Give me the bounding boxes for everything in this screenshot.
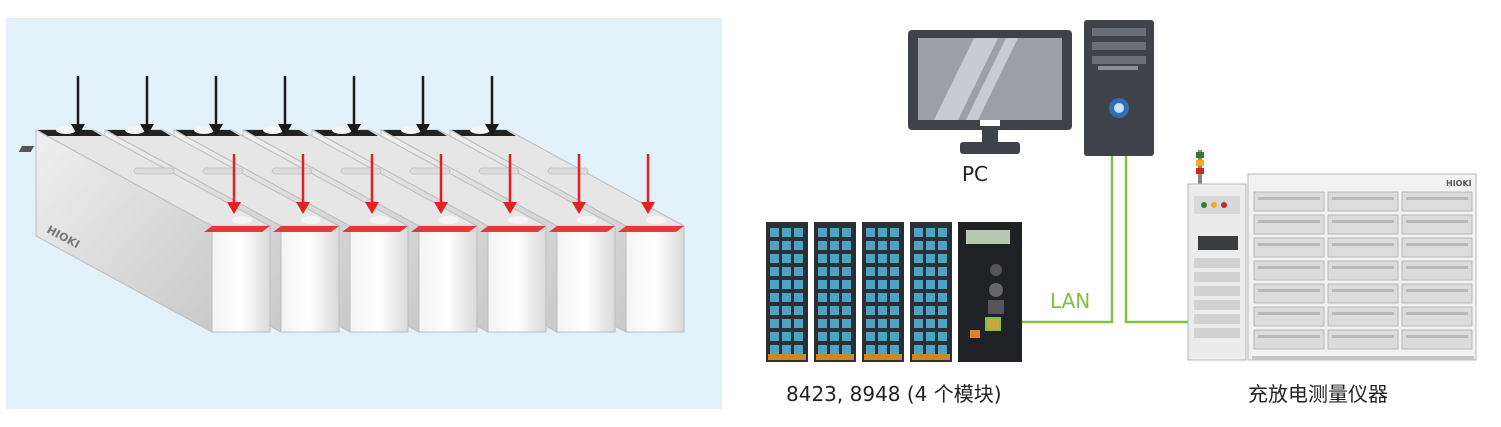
force-arrow [347, 76, 361, 136]
logger-module [766, 222, 808, 362]
positive-terminal [618, 226, 684, 232]
logger-module [814, 222, 856, 362]
battery-array-panel: HIOKI [6, 18, 722, 409]
force-arrow [227, 154, 241, 214]
positive-terminal [411, 226, 477, 232]
force-arrow [140, 76, 154, 136]
force-arrow [278, 76, 292, 136]
force-arrow [71, 76, 85, 136]
positive-terminal [273, 226, 339, 232]
logger-main-unit [958, 222, 1022, 362]
lan-label: LAN [1050, 289, 1091, 313]
force-arrow [641, 154, 655, 214]
force-arrow [485, 76, 499, 136]
logger-module [910, 222, 952, 362]
force-arrow [434, 154, 448, 214]
logger-module [862, 222, 904, 362]
positive-terminal [342, 226, 408, 232]
system-diagram: HIOKI [766, 20, 1477, 362]
force-arrow [365, 154, 379, 214]
lan-connection-lines [1010, 156, 1192, 324]
charge-discharge-instrument-icon: HIOKI [1187, 150, 1477, 361]
force-arrow [503, 154, 517, 214]
pc-label: PC [962, 162, 989, 186]
logger-modules [766, 222, 1022, 362]
pc-tower-icon [1084, 20, 1154, 156]
logger-label: 8423, 8948 (4 个模块) [786, 382, 1002, 406]
force-arrow [296, 154, 310, 214]
battery-cell [18, 126, 271, 333]
positive-terminal [480, 226, 546, 232]
force-arrow [572, 154, 586, 214]
charger-label: 充放电测量仪器 [1248, 382, 1388, 406]
positive-terminal [549, 226, 615, 232]
positive-terminal [204, 226, 270, 232]
battery-array-illustration: HIOKI [18, 76, 685, 333]
charger-hioki-logo: HIOKI [1446, 179, 1472, 188]
pc-monitor-icon [908, 30, 1072, 154]
force-arrow [209, 76, 223, 136]
force-arrow [416, 76, 430, 136]
